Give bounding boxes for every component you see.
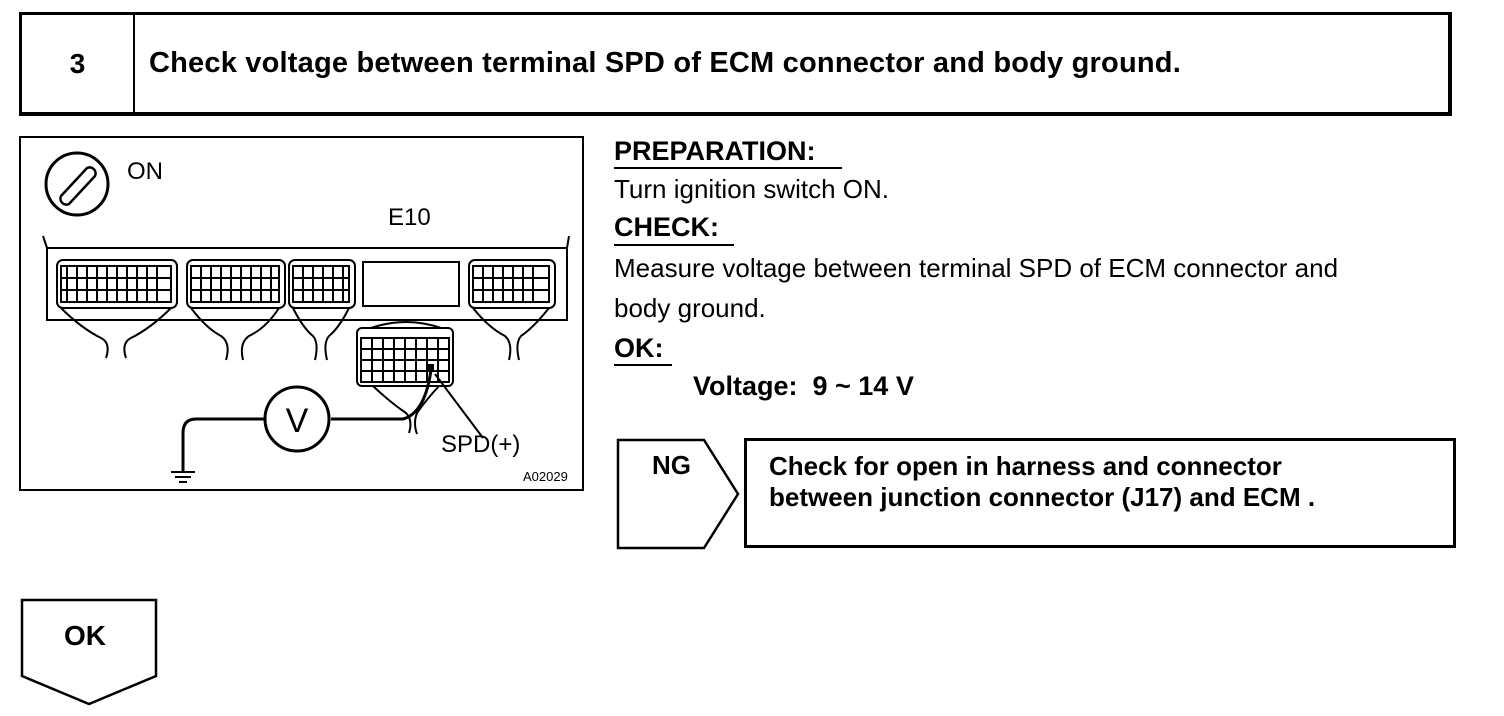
illustration-svg: ON E10	[42, 151, 570, 484]
ng-action-line2: between junction connector (J17) and ECM…	[769, 482, 1316, 512]
preparation-underline	[614, 167, 842, 169]
wiring-illustration: ON E10	[19, 136, 584, 491]
step-title: Check voltage between terminal SPD of EC…	[149, 47, 1181, 79]
ecm-connector-icon	[42, 235, 570, 435]
check-heading: CHECK:	[614, 212, 719, 242]
voltmeter-symbol: V	[286, 402, 309, 440]
check-underline	[614, 244, 734, 246]
check-text-line2: body ground.	[614, 293, 766, 323]
ok-arrow-icon	[20, 598, 158, 706]
step-header: 3 Check voltage between terminal SPD of …	[19, 12, 1452, 116]
check-text-line1: Measure voltage between terminal SPD of …	[614, 253, 1339, 283]
ok-flow-label: OK	[64, 620, 106, 651]
ignition-on-label: ON	[127, 158, 163, 185]
ng-action-text: Check for open in harness and connector …	[769, 451, 1315, 513]
ground-symbol-icon	[171, 471, 195, 483]
ng-action-box: Check for open in harness and connector …	[744, 438, 1456, 548]
connector-e10-label: E10	[388, 204, 431, 231]
ignition-switch-icon	[44, 151, 110, 217]
preparation-text: Turn ignition switch ON.	[614, 174, 890, 204]
spd-terminal-label: SPD(+)	[441, 431, 520, 458]
ok-voltage-spec: Voltage: 9 ~ 14 V	[693, 371, 914, 401]
preparation-heading: PREPARATION:	[614, 136, 816, 166]
step-number: 3	[22, 15, 135, 112]
figure-code: A02029	[523, 469, 568, 484]
ok-underline	[614, 364, 672, 366]
ng-action-line1: Check for open in harness and connector	[769, 451, 1282, 481]
ng-arrow-icon	[616, 438, 740, 550]
ok-heading: OK:	[614, 333, 664, 363]
ng-label: NG	[652, 450, 691, 480]
voltmeter-icon: V	[263, 385, 331, 453]
